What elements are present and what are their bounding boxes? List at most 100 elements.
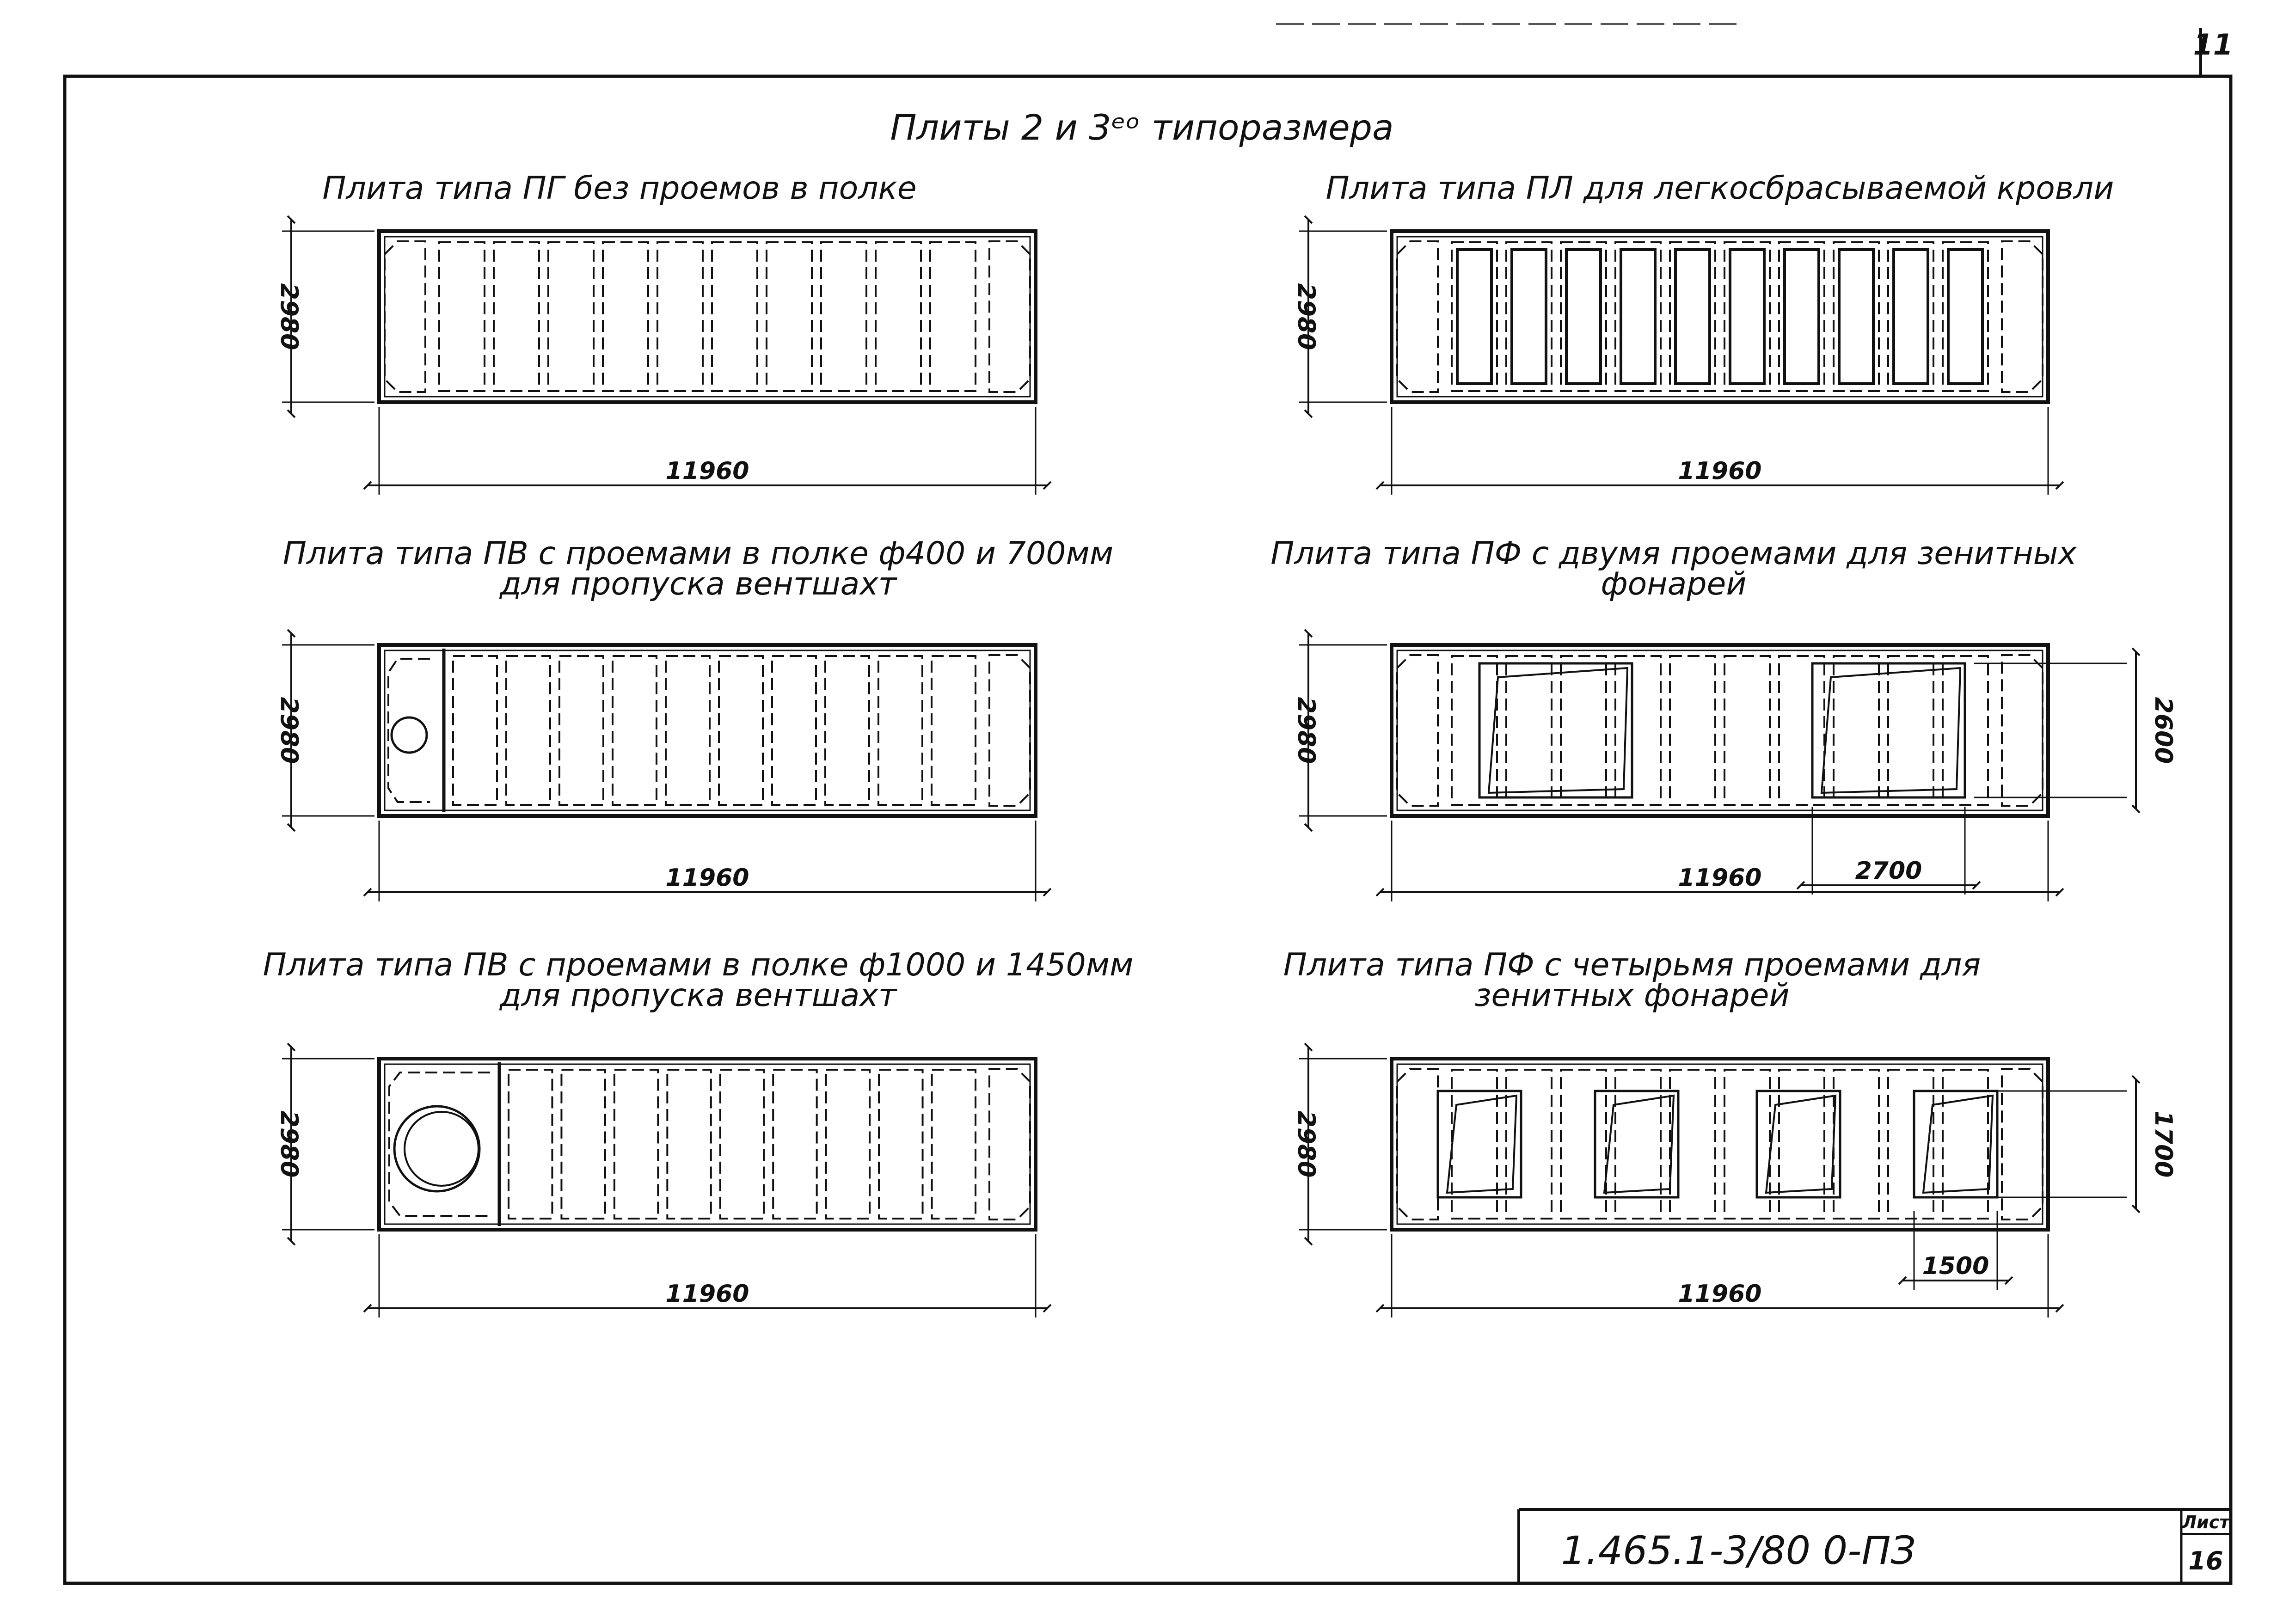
light-panel-cell xyxy=(1838,248,1875,385)
rib-cell xyxy=(438,241,485,392)
rib-cell xyxy=(612,655,657,806)
rib-cell xyxy=(931,655,976,806)
dimension-length: 2700 xyxy=(1855,857,1922,885)
skylight-opening xyxy=(1811,662,1966,799)
sheet-number: 16 xyxy=(2188,1546,2223,1575)
sheet-label: Лист xyxy=(2182,1512,2231,1532)
panel-pv2: Плита типа ПВ с проемами в полке ф1000 и… xyxy=(263,947,1134,1318)
vent-shaft-opening xyxy=(393,1105,481,1193)
slab-outline xyxy=(1390,229,2050,404)
rib-cell xyxy=(931,1069,976,1220)
panel-pf2: Плита типа ПФ с двумя проемами для зенит… xyxy=(1270,535,2177,901)
slab-inner-outline xyxy=(384,236,1031,398)
rib-cell xyxy=(1942,655,1989,806)
skylight-frame xyxy=(1922,1094,1994,1194)
light-panel-cell xyxy=(1674,248,1711,385)
dimension-width: 2980 xyxy=(1292,1111,1320,1178)
rib-cell xyxy=(1724,655,1771,806)
panel-caption: Плита типа ПЛ для легкосбрасываемой кров… xyxy=(1326,170,2114,207)
skylight-opening xyxy=(1913,1090,1999,1199)
rib-cell xyxy=(1887,241,1934,392)
rib-cell xyxy=(711,241,758,392)
panel-pl: Плита типа ПЛ для легкосбрасываемой кров… xyxy=(1292,170,2114,495)
end-rib-right xyxy=(988,240,1031,393)
skylight-opening xyxy=(1478,662,1633,799)
rib-cell xyxy=(1942,241,1989,392)
rib-cell xyxy=(1451,1069,1498,1220)
rib-cell xyxy=(547,241,595,392)
rib-cell xyxy=(1505,241,1552,392)
shaft-zone-rib xyxy=(388,1072,490,1217)
rib-cell xyxy=(772,1069,818,1220)
skylight-frame xyxy=(1765,1094,1837,1194)
rib-cell xyxy=(1887,655,1934,806)
rib-cell xyxy=(1451,655,1498,806)
skylight-opening xyxy=(1436,1090,1522,1199)
shaft-zone-rib xyxy=(387,658,430,803)
rib-cell xyxy=(560,1069,606,1220)
rib-cell xyxy=(1560,655,1607,806)
rib-cell xyxy=(1560,241,1607,392)
end-rib-left xyxy=(384,240,426,393)
rib-cell xyxy=(878,655,923,806)
dimension-length: 11960 xyxy=(666,1280,749,1308)
panel-caption: для пропуска вентшахт xyxy=(499,977,898,1014)
panel-caption: для пропуска вентшахт xyxy=(499,566,898,602)
rib-cell xyxy=(1778,655,1825,806)
skylight-frame xyxy=(1446,1094,1518,1194)
rib-cell xyxy=(613,1069,659,1220)
skylight-frame xyxy=(1487,667,1629,794)
rib-cell xyxy=(657,241,704,392)
end-rib-right xyxy=(988,1068,1031,1220)
end-rib-right xyxy=(2001,1068,2043,1220)
rib-cell xyxy=(766,241,813,392)
dimension-length: 11960 xyxy=(666,864,749,892)
slab-outline xyxy=(377,1057,1037,1232)
rib-cell xyxy=(1451,241,1498,392)
panel-caption: фонарей xyxy=(1601,566,1746,602)
slab-inner-outline xyxy=(384,1063,1031,1225)
rib-cell xyxy=(771,655,817,806)
panel-caption: Плита типа ПФ с двумя проемами для зенит… xyxy=(1270,535,2077,572)
dimension-width: 2600 xyxy=(2149,697,2177,764)
panel-drawings: Плита типа ПГ без проемов в полке1196029… xyxy=(263,170,2177,1318)
vent-shaft-opening xyxy=(390,716,428,754)
rib-cell xyxy=(878,1069,924,1220)
panel-caption: зенитных фонарей xyxy=(1474,977,1789,1014)
panel-caption: Плита типа ПВ с проемами в полке ф400 и … xyxy=(283,535,1113,572)
skylight-opening xyxy=(1594,1090,1680,1199)
end-rib-right xyxy=(2001,654,2043,807)
rib-cell xyxy=(929,241,976,392)
light-panel-cell xyxy=(1947,248,1984,385)
panel-pf4: Плита типа ПФ с четырьмя проемами длязен… xyxy=(1283,947,2177,1318)
rib-cell xyxy=(1669,1069,1716,1220)
rib-cell xyxy=(508,1069,553,1220)
panel-caption: Плита типа ПВ с проемами в полке ф1000 и… xyxy=(263,947,1134,983)
rib-cell xyxy=(1778,1069,1825,1220)
rib-cell xyxy=(1669,241,1716,392)
light-panel-cell xyxy=(1510,248,1547,385)
sheet-frame xyxy=(63,74,2233,1585)
skylight-frame xyxy=(1603,1094,1675,1194)
dimension-width: 1700 xyxy=(2149,1111,2177,1178)
rib-cell xyxy=(493,241,540,392)
rib-cell xyxy=(665,655,711,806)
light-panel-cell xyxy=(1892,248,1929,385)
end-rib-left xyxy=(1396,240,1439,393)
rib-cell xyxy=(1942,1069,1989,1220)
rib-cell xyxy=(1614,1069,1662,1220)
light-panel-cell xyxy=(1783,248,1820,385)
dimension-width: 2980 xyxy=(275,697,303,764)
rib-cell xyxy=(558,655,604,806)
panel-pv1: Плита типа ПВ с проемами в полке ф400 и … xyxy=(275,535,1113,901)
rib-cell xyxy=(1833,1069,1880,1220)
dimension-width: 2980 xyxy=(275,1111,303,1178)
dimension-width: 2980 xyxy=(275,283,303,350)
light-panel-cell xyxy=(1456,248,1493,385)
vent-shaft-opening-inner xyxy=(404,1111,479,1187)
slab-inner-outline xyxy=(384,650,1031,811)
slab-outline xyxy=(1390,1057,2050,1232)
dimension-width: 2980 xyxy=(1292,283,1320,350)
dimension-width: 2980 xyxy=(1292,697,1320,764)
